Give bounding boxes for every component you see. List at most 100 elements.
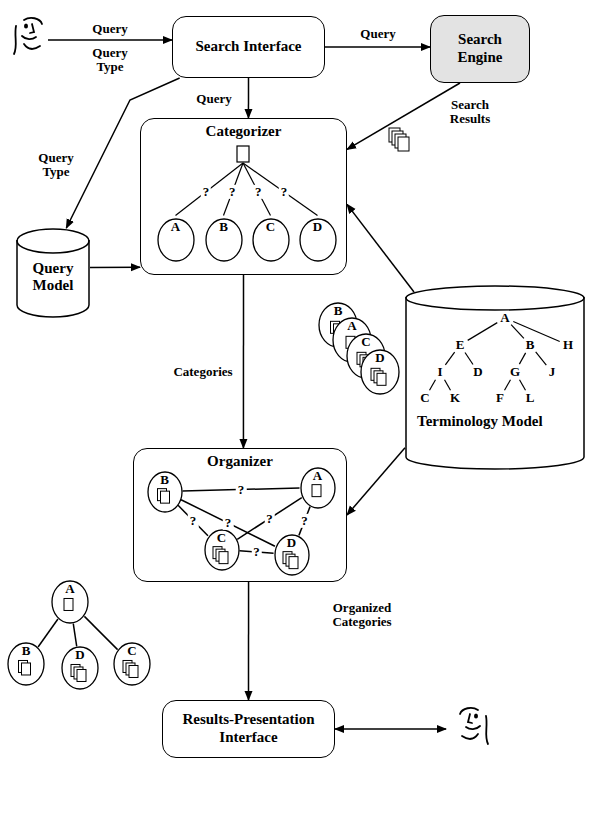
tree-line <box>536 352 547 365</box>
user-stroke <box>460 708 478 714</box>
document-icon <box>219 551 228 563</box>
circle-shape <box>62 647 98 689</box>
connector <box>237 498 302 540</box>
circle-shape <box>148 472 182 512</box>
edge-label: Organized Categories <box>322 601 402 630</box>
category-circle: C <box>204 529 240 571</box>
node-title: Categorizer <box>141 119 346 140</box>
illustration <box>14 18 560 744</box>
document-icon <box>77 669 86 681</box>
flow-label: Query Type <box>85 46 135 75</box>
connector <box>248 582 250 700</box>
user-stroke <box>24 44 40 49</box>
leader-line <box>243 163 271 216</box>
node-title: Terminology Model <box>405 285 585 430</box>
circle-shape <box>300 219 336 261</box>
cylinder-outline <box>405 285 585 470</box>
question-mark: ? <box>279 185 290 199</box>
tree-term: B <box>524 338 537 352</box>
tree-term: H <box>561 338 575 352</box>
user-stroke <box>24 18 42 24</box>
edge-label: Query Type <box>32 151 80 180</box>
connector <box>347 204 414 292</box>
process-box: Search Interface <box>172 16 325 78</box>
document-icon <box>237 146 249 162</box>
question-mark: ? <box>201 185 212 199</box>
category-letter: A <box>51 580 89 597</box>
user-stroke <box>486 716 488 744</box>
category-letter: A <box>300 467 336 484</box>
user-arrow <box>335 728 446 730</box>
circle-shape <box>8 643 44 685</box>
tree-term: G <box>508 365 522 379</box>
node-title: Organizer <box>134 449 346 470</box>
node-title: Query Model <box>16 228 90 295</box>
category-circle: B <box>147 471 183 513</box>
leader-line <box>243 163 318 216</box>
leader-line <box>224 163 244 216</box>
tree-term: C <box>418 391 431 405</box>
edge-label: Query <box>194 92 233 106</box>
edge-label: ? <box>188 513 199 527</box>
tree-term: A <box>498 311 511 325</box>
category-circle: A <box>51 580 89 624</box>
user-stroke <box>22 36 36 39</box>
category-letter: D <box>61 646 99 663</box>
process-box: Results-Presentation Interface <box>162 700 335 758</box>
circle-shape <box>52 581 88 623</box>
category-circle: C <box>113 642 151 686</box>
edge-label: ? <box>251 545 262 559</box>
category-letter: C <box>113 642 151 659</box>
search-engine-box: Search Engine <box>430 15 530 83</box>
user-arrow <box>48 39 172 41</box>
circle-shape <box>253 219 289 261</box>
edge-label: ? <box>223 516 234 530</box>
tree-term: J <box>547 365 558 379</box>
connector <box>38 619 58 647</box>
category-letter: A <box>332 317 372 334</box>
user-eye <box>474 714 478 719</box>
database-cylinder: Terminology Model <box>405 285 585 470</box>
user-stroke <box>466 726 480 729</box>
circle-shape <box>205 530 239 570</box>
tree-term: K <box>448 391 462 405</box>
cylinder-top <box>406 286 584 310</box>
tree-term: L <box>524 391 537 405</box>
question-mark: ? <box>227 185 238 199</box>
category-letter: D <box>274 534 310 551</box>
tree-term: D <box>471 365 484 379</box>
category-circle: B <box>205 218 243 262</box>
database-cylinder: Query Model <box>16 228 90 318</box>
user-stroke <box>462 734 478 739</box>
connector <box>73 624 76 647</box>
edge-label: Search Results <box>439 98 501 127</box>
tree-term: F <box>494 391 506 405</box>
category-letter: B <box>205 218 243 235</box>
connector <box>84 616 117 649</box>
connector <box>248 78 250 118</box>
circle-shape <box>275 535 309 575</box>
category-circle: B <box>7 642 45 686</box>
tree-line <box>468 323 498 341</box>
document-icon <box>129 665 138 677</box>
circle-shape <box>158 219 194 261</box>
tree-line <box>444 380 450 390</box>
circle-shape <box>301 468 335 508</box>
document-icon <box>398 137 409 151</box>
edge-label: ? <box>236 482 247 496</box>
edge-label: Query <box>358 27 397 41</box>
category-letter: A <box>157 218 195 235</box>
node-title: Results-Presentation Interface <box>163 701 334 746</box>
circle-shape <box>361 350 399 394</box>
edge-label: Categories <box>171 365 234 379</box>
flow-label: Query <box>90 22 129 36</box>
node-title: Search Engine <box>431 16 529 66</box>
user-stroke <box>468 714 472 723</box>
leader-line <box>176 163 244 216</box>
tree-line <box>465 352 473 364</box>
tree-line <box>429 380 435 390</box>
category-letter: C <box>252 218 290 235</box>
cylinder-top <box>17 229 89 253</box>
category-circle: A <box>157 218 195 262</box>
category-circle: D <box>274 534 310 576</box>
